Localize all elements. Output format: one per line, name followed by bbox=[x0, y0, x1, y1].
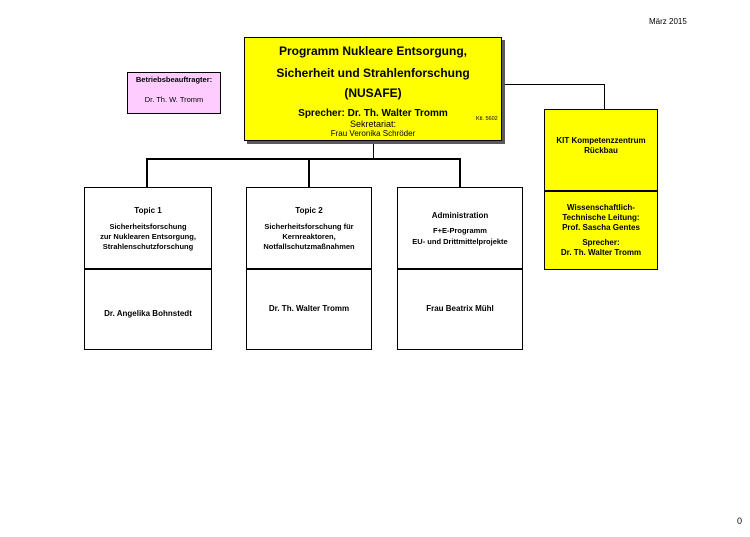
program-title-line1: Programm Nukleare Entsorgung, bbox=[278, 44, 468, 58]
operations-officer-title: Betriebsbeauftragter: bbox=[135, 75, 213, 84]
operations-officer-name: Dr. Th. W. Tromm bbox=[144, 95, 204, 104]
connector-topic2 bbox=[308, 158, 310, 187]
topic2-desc-line2: Kernreaktoren, bbox=[282, 232, 336, 241]
connector-kit-horizontal bbox=[502, 84, 605, 85]
date-label: März 2015 bbox=[649, 17, 687, 26]
connector-admin bbox=[459, 158, 461, 187]
administration-divider bbox=[398, 268, 522, 270]
kit-center-lead-line1: Wissenschaftlich- bbox=[567, 203, 635, 212]
kit-center-divider bbox=[545, 190, 657, 192]
kit-center-lead-line3: Prof. Sascha Gentes bbox=[562, 223, 640, 232]
administration-desc-line1: F+E-Programm bbox=[433, 226, 487, 235]
connector-kit-down bbox=[604, 84, 605, 109]
topic2-desc-line1: Sicherheitsforschung für bbox=[264, 222, 354, 231]
topic2-divider bbox=[247, 268, 371, 270]
connector-horizontal bbox=[146, 158, 460, 160]
program-box: Programm Nukleare Entsorgung, Sicherheit… bbox=[244, 37, 502, 141]
program-speaker: Sprecher: Dr. Th. Walter Tromm bbox=[298, 108, 448, 119]
kit-center-box: KIT Kompetenzzentrum Rückbau Wissenschaf… bbox=[544, 109, 658, 270]
kit-center-speaker-label: Sprecher: bbox=[582, 238, 620, 247]
connector-main-down bbox=[373, 141, 374, 159]
kit-center-speaker-name: Dr. Th. Walter Tromm bbox=[560, 248, 642, 257]
topic1-desc-line3: Strahlenschutzforschung bbox=[102, 242, 194, 251]
connector-topic1 bbox=[146, 158, 148, 187]
administration-box: Administration F+E-Programm EU- und Drit… bbox=[397, 187, 523, 350]
topic1-person: Dr. Angelika Bohnstedt bbox=[104, 309, 192, 318]
kit-center-title-line2: Rückbau bbox=[584, 146, 618, 155]
topic2-box: Topic 2 Sicherheitsforschung für Kernrea… bbox=[246, 187, 372, 350]
topic2-person: Dr. Th. Walter Tromm bbox=[268, 304, 350, 313]
program-title-line3: (NUSAFE) bbox=[344, 86, 402, 100]
administration-person: Frau Beatrix Mühl bbox=[426, 304, 494, 313]
program-extension: Ktl. 5602 bbox=[476, 116, 498, 122]
kit-center-lead-line2: Technische Leitung: bbox=[562, 213, 640, 222]
administration-desc-line2: EU- und Drittmittelprojekte bbox=[412, 237, 508, 246]
program-title-line2: Sicherheit und Strahlenforschung bbox=[276, 66, 470, 80]
topic1-box: Topic 1 Sicherheitsforschung zur Nuklear… bbox=[84, 187, 212, 350]
topic1-divider bbox=[85, 268, 211, 270]
kit-center-title-line1: KIT Kompetenzzentrum bbox=[556, 136, 646, 145]
topic2-desc-line3: Notfallschutzmaßnahmen bbox=[263, 242, 355, 251]
program-secretariat-name: Frau Veronika Schröder bbox=[330, 129, 416, 138]
topic2-heading: Topic 2 bbox=[295, 206, 323, 215]
operations-officer-box: Betriebsbeauftragter: Dr. Th. W. Tromm bbox=[127, 72, 221, 114]
topic1-desc-line2: zur Nuklearen Entsorgung, bbox=[100, 232, 196, 241]
topic1-desc-line1: Sicherheitsforschung bbox=[109, 222, 187, 231]
program-secretariat-label: Sekretariat: bbox=[349, 119, 397, 129]
administration-heading: Administration bbox=[431, 211, 489, 220]
topic1-heading: Topic 1 bbox=[134, 206, 162, 215]
page-number: 0 bbox=[737, 516, 743, 526]
